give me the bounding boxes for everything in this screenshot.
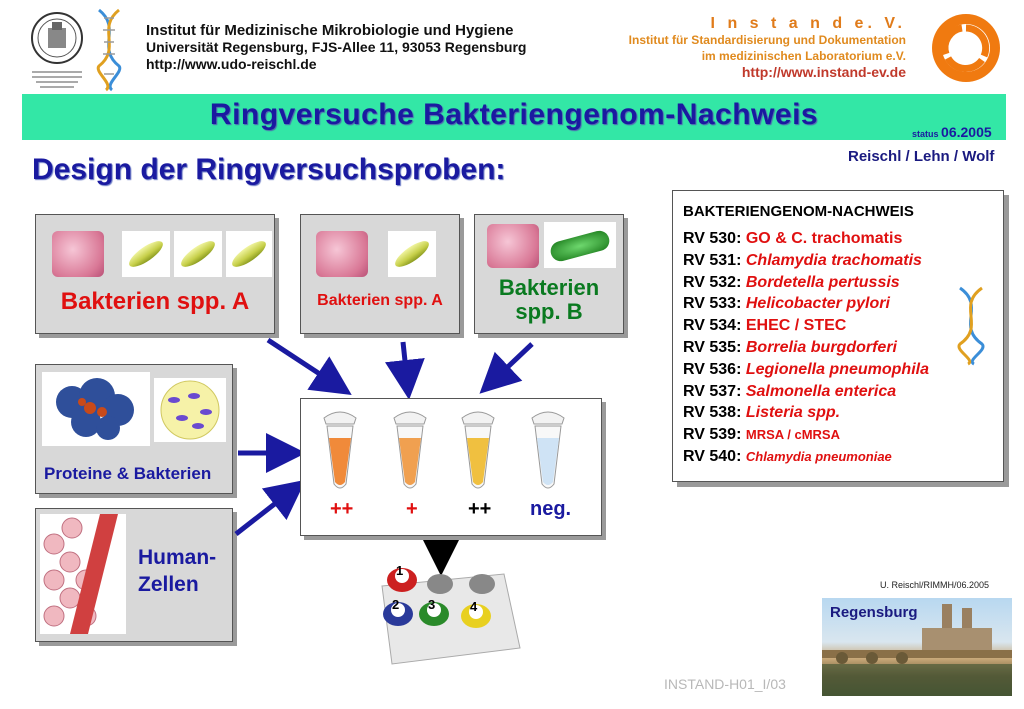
rv-organism: Chlamydia trachomatis <box>745 251 922 269</box>
petri-dish-image <box>52 231 104 277</box>
petri-dish-image <box>487 224 539 268</box>
petri-dish-image <box>316 231 368 277</box>
tube-label: neg. <box>530 498 572 520</box>
page-title: Ringversuche Bakteriengenom-Nachweis <box>209 98 819 131</box>
rv-code: RV 536: <box>683 360 742 378</box>
rv-code: RV 537: <box>683 382 742 400</box>
well-label: 4 <box>470 599 478 614</box>
well-label: 2 <box>392 597 400 612</box>
rv-row: RV 535: Borrelia burgdorferi <box>683 339 897 357</box>
arrow <box>479 342 534 394</box>
rv-row: RV 540: Chlamydia pneumoniae <box>683 448 892 466</box>
rv-row: RV 533: Helicobacter pylori <box>683 295 890 313</box>
dna-helix-icon <box>94 8 124 97</box>
regensburg-label: Regensburg <box>830 604 918 621</box>
tube <box>393 411 427 489</box>
rv-code: RV 540: <box>683 448 742 465</box>
rv-code: RV 538: <box>683 404 742 422</box>
sample-label: Proteine & Bakterien <box>44 464 212 483</box>
footer-code: INSTAND-H01_I/03 <box>664 676 786 692</box>
rv-row: RV 539: MRSA / cMRSA <box>683 426 840 444</box>
rv-row: RV 534: EHEC / STEC <box>683 317 846 335</box>
bacteria-cluster-image <box>544 222 616 268</box>
rv-row: RV 537: Salmonella enterica <box>683 383 896 401</box>
bacteria-rod-image <box>174 231 222 277</box>
rv-code: RV 531: <box>683 251 742 269</box>
sample-label: Bakterien spp. A <box>60 288 250 315</box>
tube-drawing <box>323 411 565 489</box>
rv-organism: Listeria spp. <box>745 404 841 422</box>
institute-info: Institut für Medizinische Mikrobiologie … <box>146 22 526 73</box>
instand-sub2: im medizinischen Laboratorium e.V. <box>701 49 906 63</box>
rv-row: RV 532: Bordetella pertussis <box>683 274 900 292</box>
instand-logo-icon <box>928 10 1004 91</box>
human-cells-image <box>40 514 126 634</box>
rv-code: RV 535: <box>683 339 742 356</box>
rv-panel-title: BAKTERIENGENOM-NACHWEIS <box>683 203 914 220</box>
sample-label: Bakterien spp. B <box>498 275 600 324</box>
dna-helix-icon <box>954 286 988 371</box>
protein-structure-image <box>42 372 150 446</box>
rv-organism: Borrelia burgdorferi <box>745 339 897 356</box>
sample-label: Human- Zellen <box>138 546 217 596</box>
status-value: 06.2005 <box>941 124 992 140</box>
section-title: Design der Ringversuchsproben: <box>32 153 506 186</box>
arrow <box>234 479 306 536</box>
credit: U. Reischl/RIMMH/06.2005 <box>880 580 990 590</box>
rv-row: RV 531: Chlamydia trachomatis <box>683 252 922 270</box>
rv-code: RV 539: <box>683 426 742 444</box>
tube-label: + <box>406 498 418 520</box>
rv-panel <box>672 190 1004 482</box>
well-label: 3 <box>428 597 436 612</box>
title-banner <box>22 94 1006 140</box>
rv-code: RV 533: <box>683 295 742 313</box>
rv-organism: GO & C. trachomatis <box>745 230 903 247</box>
instand-info: I n s t a n d e. V. Institut für Standar… <box>628 15 906 81</box>
instand-sub1: Institut für Standardisierung und Dokume… <box>628 33 906 47</box>
status-label: status <box>912 129 939 139</box>
tube <box>461 411 495 489</box>
well-label: 1 <box>396 563 404 578</box>
rv-code: RV 530: <box>683 230 742 247</box>
bacteria-rod-image <box>388 231 436 277</box>
rv-organism: MRSA / cMRSA <box>745 427 840 443</box>
rv-organism: Bordetella pertussis <box>745 273 900 291</box>
instand-name: I n s t a n d e. V. <box>710 15 906 32</box>
rv-row: RV 538: Listeria spp. <box>683 404 840 422</box>
institute-url[interactable]: http://www.udo-reischl.de <box>146 56 317 72</box>
rv-organism: Helicobacter pylori <box>745 295 890 313</box>
institute-name: Institut für Medizinische Mikrobiologie … <box>146 22 514 39</box>
rv-organism: EHEC / STEC <box>745 317 847 335</box>
tube-label: ++ <box>468 498 492 520</box>
status-date: status 06.2005 <box>912 124 992 140</box>
rv-code: RV 532: <box>683 273 742 291</box>
bacteria-cells-image <box>154 378 226 442</box>
rv-row: RV 530: GO & C. trachomatis <box>683 230 902 248</box>
university-seal <box>24 10 90 90</box>
arrow <box>385 341 425 400</box>
rv-organism: Chlamydia pneumoniae <box>745 449 892 464</box>
bacteria-rod-image <box>122 231 170 277</box>
sample-label: Bakterien spp. A <box>317 292 443 309</box>
tube-label: ++ <box>330 498 354 520</box>
institute-address: Universität Regensburg, FJS-Allee 11, 93… <box>146 39 527 55</box>
sample-rack: 1 2 3 4 <box>372 556 524 674</box>
rv-organism: Legionella pneumophila <box>745 360 929 378</box>
arrow <box>266 337 352 395</box>
bacteria-rod-image <box>226 231 272 277</box>
authors: Reischl / Lehn / Wolf <box>848 148 995 165</box>
tube <box>323 411 357 489</box>
instand-url[interactable]: http://www.instand-ev.de <box>741 64 906 80</box>
regensburg-photo <box>822 598 1012 696</box>
tube <box>531 411 565 489</box>
rv-code: RV 534: <box>683 317 742 335</box>
rv-organism: Salmonella enterica <box>745 382 897 400</box>
rv-row: RV 536: Legionella pneumophila <box>683 361 929 379</box>
